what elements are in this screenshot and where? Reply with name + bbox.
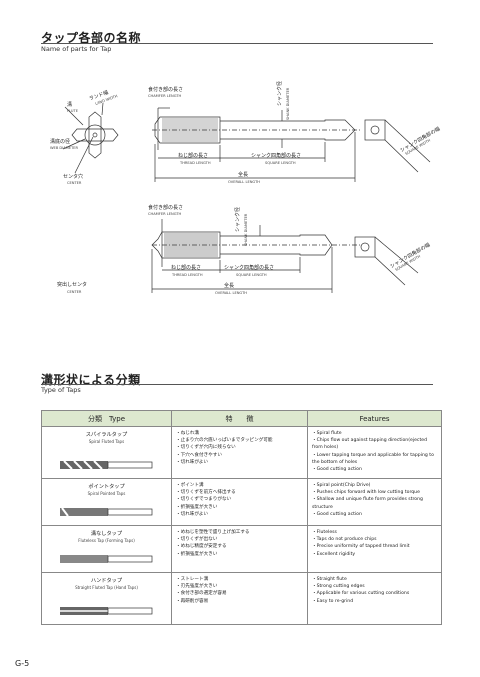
row-3-feature-en-2: ・Taps do not produce chips bbox=[312, 537, 377, 543]
shank-diameter-label-2-en: SHANK DIAMETER bbox=[244, 213, 248, 246]
row-4-name-jp: ハンドタップ bbox=[90, 578, 123, 584]
projected-center-label: 突出しセンタ bbox=[57, 282, 88, 288]
web-diameter-label: 溝底の径 bbox=[50, 139, 71, 145]
overall-length-label-2: 全長 bbox=[224, 283, 235, 289]
center-label-en: CENTER bbox=[67, 181, 82, 185]
row-3-feature-jp-1: ・めねじを塑性で盛り上げ加工する bbox=[176, 530, 250, 535]
spiral-tap-image bbox=[60, 460, 153, 470]
row-4-name-en: Straight Fluted Tap (Hand Taps) bbox=[75, 585, 138, 590]
row-4-feature-jp-1: ・ストレート溝 bbox=[176, 577, 209, 582]
thread-length-label-2: ねじ部の長さ bbox=[171, 265, 202, 271]
fluteless-tap-image bbox=[60, 555, 153, 563]
row-4-feature-jp-4: ・再研削が容易 bbox=[176, 598, 209, 604]
shank-diameter-label: シャンク径 bbox=[277, 80, 283, 106]
web-diameter-label-en: WEB DIAMETER bbox=[50, 146, 79, 150]
chamfer-length-label-en: CHAMFER LENGTH bbox=[148, 94, 182, 98]
row-4-feature-en-3: ・Applicable for various cutting conditio… bbox=[312, 591, 410, 597]
shank-diameter-label-en: SHANK DIAMETER bbox=[286, 87, 290, 120]
tap-types-table: 分類 Type 特 徴 Features スパイラルタップ Spiral Flu… bbox=[41, 410, 442, 625]
row-2-feature-jp-3: ・切りくずでつまりがない bbox=[176, 497, 232, 503]
hand-tap-image bbox=[60, 607, 153, 615]
row-4-feature-jp-2: ・刃先強度が大きい bbox=[176, 584, 218, 590]
overall-length-label: 全長 bbox=[238, 172, 249, 178]
square-length-label-2-en: SQUARE LENGTH bbox=[236, 273, 267, 277]
row-2-name-en: Spiral Pointed Taps bbox=[87, 491, 126, 496]
table-header-row: 分類 Type 特 徴 Features bbox=[41, 410, 442, 427]
row-2-feature-en-2: ・Pushes chips forward with low cutting t… bbox=[312, 490, 420, 496]
row-2-name-jp: ポイントタップ bbox=[88, 484, 125, 490]
row-1-name-jp: スパイラルタップ bbox=[85, 432, 128, 438]
row-4-feature-en-1: ・Straight flute bbox=[312, 577, 347, 582]
row-4-feature-en-2: ・Strong cutting edges bbox=[312, 584, 365, 590]
row-2-feature-jp-1: ・ポイント溝 bbox=[176, 483, 204, 488]
hand-tap-side-view bbox=[151, 219, 419, 293]
section-rule-1 bbox=[41, 43, 433, 44]
table-row: 溝なしタップ Fluteless Tap (Forming Taps) ・めねじ… bbox=[41, 525, 442, 573]
overall-length-label-2-en: OVERALL LENGTH bbox=[215, 291, 247, 295]
square-length-label-en: SQUARE LENGTH bbox=[265, 161, 296, 165]
chamfer-length-label-2: 食付き部の長さ bbox=[148, 205, 184, 211]
row-4-feature-en-4: ・Easy to re-grind bbox=[312, 598, 354, 604]
row-3-name-en: Fluteless Tap (Forming Taps) bbox=[78, 538, 135, 543]
row-3-feature-jp-2: ・切りくずが出ない bbox=[176, 537, 218, 543]
point-tap-image bbox=[60, 507, 153, 517]
header-features-en: Features bbox=[307, 410, 442, 427]
projected-center-label-en: CENTER bbox=[67, 290, 82, 294]
thread-length-label-2-en: THREAD LENGTH bbox=[172, 273, 203, 277]
center-label: センタ穴 bbox=[63, 174, 84, 180]
row-2-feature-jp-2: ・切りくずを前方へ排出する bbox=[176, 490, 236, 496]
page-number: G-5 bbox=[15, 659, 30, 668]
row-3-feature-en-4: ・Excellent rigidity bbox=[312, 551, 356, 557]
thread-length-label: ねじ部の長さ bbox=[178, 153, 209, 159]
row-1-feature-jp-1: ・ねじれ溝 bbox=[176, 431, 199, 436]
header-features-jp: 特 徴 bbox=[171, 410, 308, 427]
section-subtitle-types: Type of Taps bbox=[41, 386, 81, 394]
thread-length-label-en: THREAD LENGTH bbox=[180, 161, 211, 165]
chamfer-length-label-2-en: CHAMFER LENGTH bbox=[148, 212, 182, 216]
row-1-feature-en-4: ・Good cutting action bbox=[312, 467, 362, 473]
row-3-name-jp: 溝なしタップ bbox=[90, 531, 123, 537]
overall-length-label-en: OVERALL LENGTH bbox=[228, 180, 260, 184]
flute-label-en: FLUTE bbox=[67, 109, 78, 113]
square-length-label: シャンク四角部の長さ bbox=[251, 153, 302, 159]
row-1-name-en: Spiral Fluted Taps bbox=[88, 439, 125, 444]
section-subtitle-parts: Name of parts for Tap bbox=[41, 45, 112, 53]
row-1-feature-en-1: ・Spiral flute bbox=[312, 431, 342, 436]
section-title-types: 溝形状による分類 bbox=[41, 373, 141, 387]
row-2-feature-jp-4: ・折損強度が大きい bbox=[176, 504, 218, 510]
row-1-feature-jp-2: ・止まり穴の穴底いっぱいまでタッピング可能 bbox=[176, 438, 273, 444]
row-2-feature-en-3: ・Shallow and unique flute form provides … bbox=[312, 497, 423, 510]
row-1-feature-en-2: ・Chips flow out against tapping directio… bbox=[312, 438, 427, 451]
section-rule-2 bbox=[41, 384, 433, 385]
row-3-feature-en-1: ・Fluteless bbox=[312, 530, 337, 535]
row-1-feature-jp-5: ・切れ味がよい bbox=[176, 459, 208, 465]
section-title-parts: タップ各部の名称 bbox=[41, 31, 142, 45]
table-row: ハンドタップ Straight Fluted Tap (Hand Taps) ・… bbox=[41, 572, 442, 625]
flute-label: 溝 bbox=[67, 102, 73, 108]
shank-diameter-label-2: シャンク径 bbox=[235, 206, 241, 232]
header-category: 分類 Type bbox=[41, 410, 172, 427]
row-1-feature-jp-4: ・下穴へ食付きやすい bbox=[176, 452, 222, 458]
square-length-label-2: シャンク四角部の長さ bbox=[224, 265, 275, 271]
row-2-feature-en-1: ・Spiral point(Chip Drive) bbox=[312, 483, 371, 488]
row-4-feature-jp-3: ・食付き部の選定が容易 bbox=[176, 591, 227, 597]
tap-end-view-diagram bbox=[62, 102, 119, 174]
row-3-feature-jp-4: ・折損強度が大きい bbox=[176, 551, 218, 557]
row-3-feature-jp-3: ・めねじ精度が安定する bbox=[176, 544, 227, 550]
row-1-feature-en-3: ・Lower tapping torque and applicable for… bbox=[312, 452, 434, 465]
row-2-feature-en-4: ・Good cutting action bbox=[312, 511, 362, 517]
row-2-feature-jp-5: ・切れ味がよい bbox=[176, 511, 208, 517]
table-row: スパイラルタップ Spiral Fluted Taps ・ねじれ溝 ・止まり穴の… bbox=[41, 426, 442, 479]
chamfer-length-label: 食付き部の長さ bbox=[148, 87, 184, 93]
row-3-feature-en-3: ・Precise uniformity of tapped thread lim… bbox=[312, 544, 410, 550]
spiral-tap-side-view bbox=[152, 107, 431, 182]
table-row: ポイントタップ Spiral Pointed Taps ・ポイント溝 ・切りくず… bbox=[41, 478, 442, 526]
row-1-feature-jp-3: ・切りくずが穴内に残らない bbox=[176, 445, 236, 451]
